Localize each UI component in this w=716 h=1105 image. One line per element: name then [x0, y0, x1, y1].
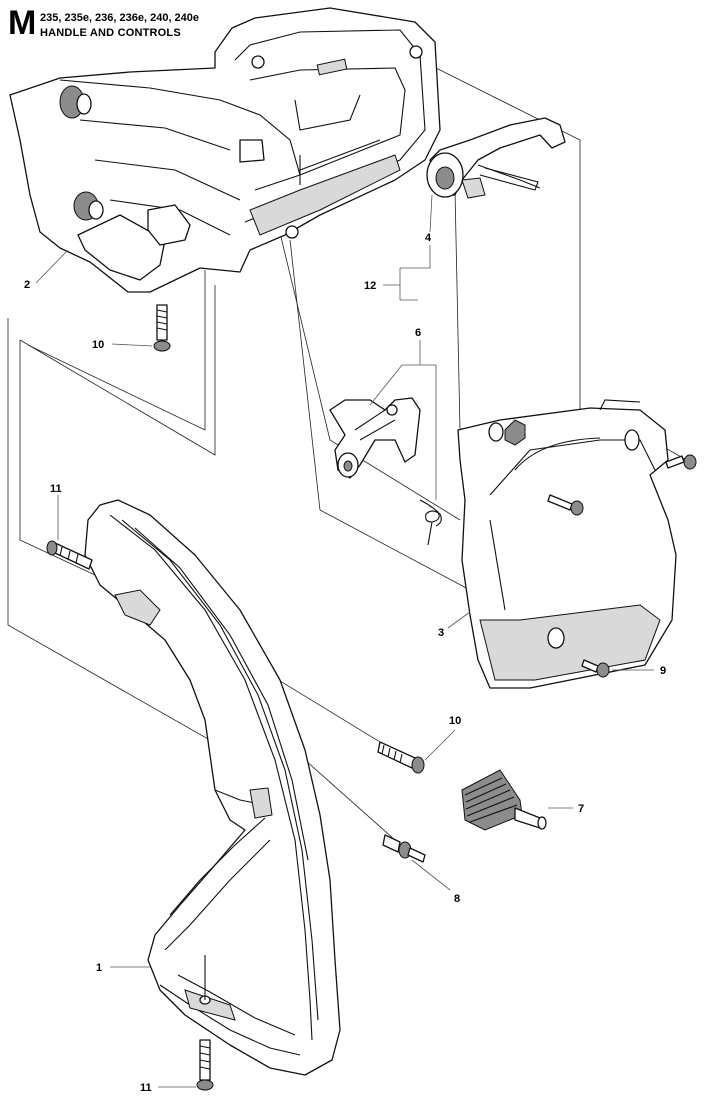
- anti-vibration-spring: [461, 769, 547, 831]
- screw-part-10-lower: [377, 741, 425, 774]
- screw-middle: [547, 494, 584, 516]
- callout-4: 4: [425, 232, 432, 244]
- section-letter: M: [8, 4, 37, 42]
- screw-part-11-lower: [196, 1039, 214, 1091]
- callout-11-lower: 11: [140, 1082, 152, 1094]
- model-list: 235, 235e, 236, 236e, 240, 240e: [40, 12, 200, 24]
- screw-part-10-upper: [153, 304, 171, 352]
- callout-3: 3: [438, 627, 444, 639]
- throttle-lockout: [329, 397, 442, 546]
- diagram-title: HANDLE AND CONTROLS: [40, 27, 181, 39]
- rear-handle-housing: [9, 7, 441, 293]
- callout-labels: 2 10 11 4 12 6 3 9 10 7 8 1 11: [24, 232, 666, 1094]
- cover-screws: [547, 454, 697, 678]
- handle-side-cover: [457, 399, 677, 689]
- callout-8: 8: [454, 893, 460, 905]
- front-handle-bar: [84, 499, 341, 1076]
- callout-7: 7: [578, 803, 584, 815]
- screw-part-9: [581, 659, 610, 678]
- callout-10-upper: 10: [92, 339, 104, 351]
- callout-2: 2: [24, 279, 30, 291]
- screw-part-11-upper: [46, 540, 93, 570]
- callout-11-upper: 11: [50, 483, 62, 495]
- callout-9: 9: [660, 665, 666, 677]
- throttle-lever: [426, 117, 566, 199]
- callout-6: 6: [415, 327, 421, 339]
- stud-part-8: [382, 834, 426, 863]
- screw-upper-right: [665, 454, 697, 470]
- callout-12: 12: [364, 280, 376, 292]
- callout-10-lower: 10: [449, 715, 461, 727]
- leader-lines: [35, 194, 654, 1088]
- callout-1: 1: [96, 962, 102, 974]
